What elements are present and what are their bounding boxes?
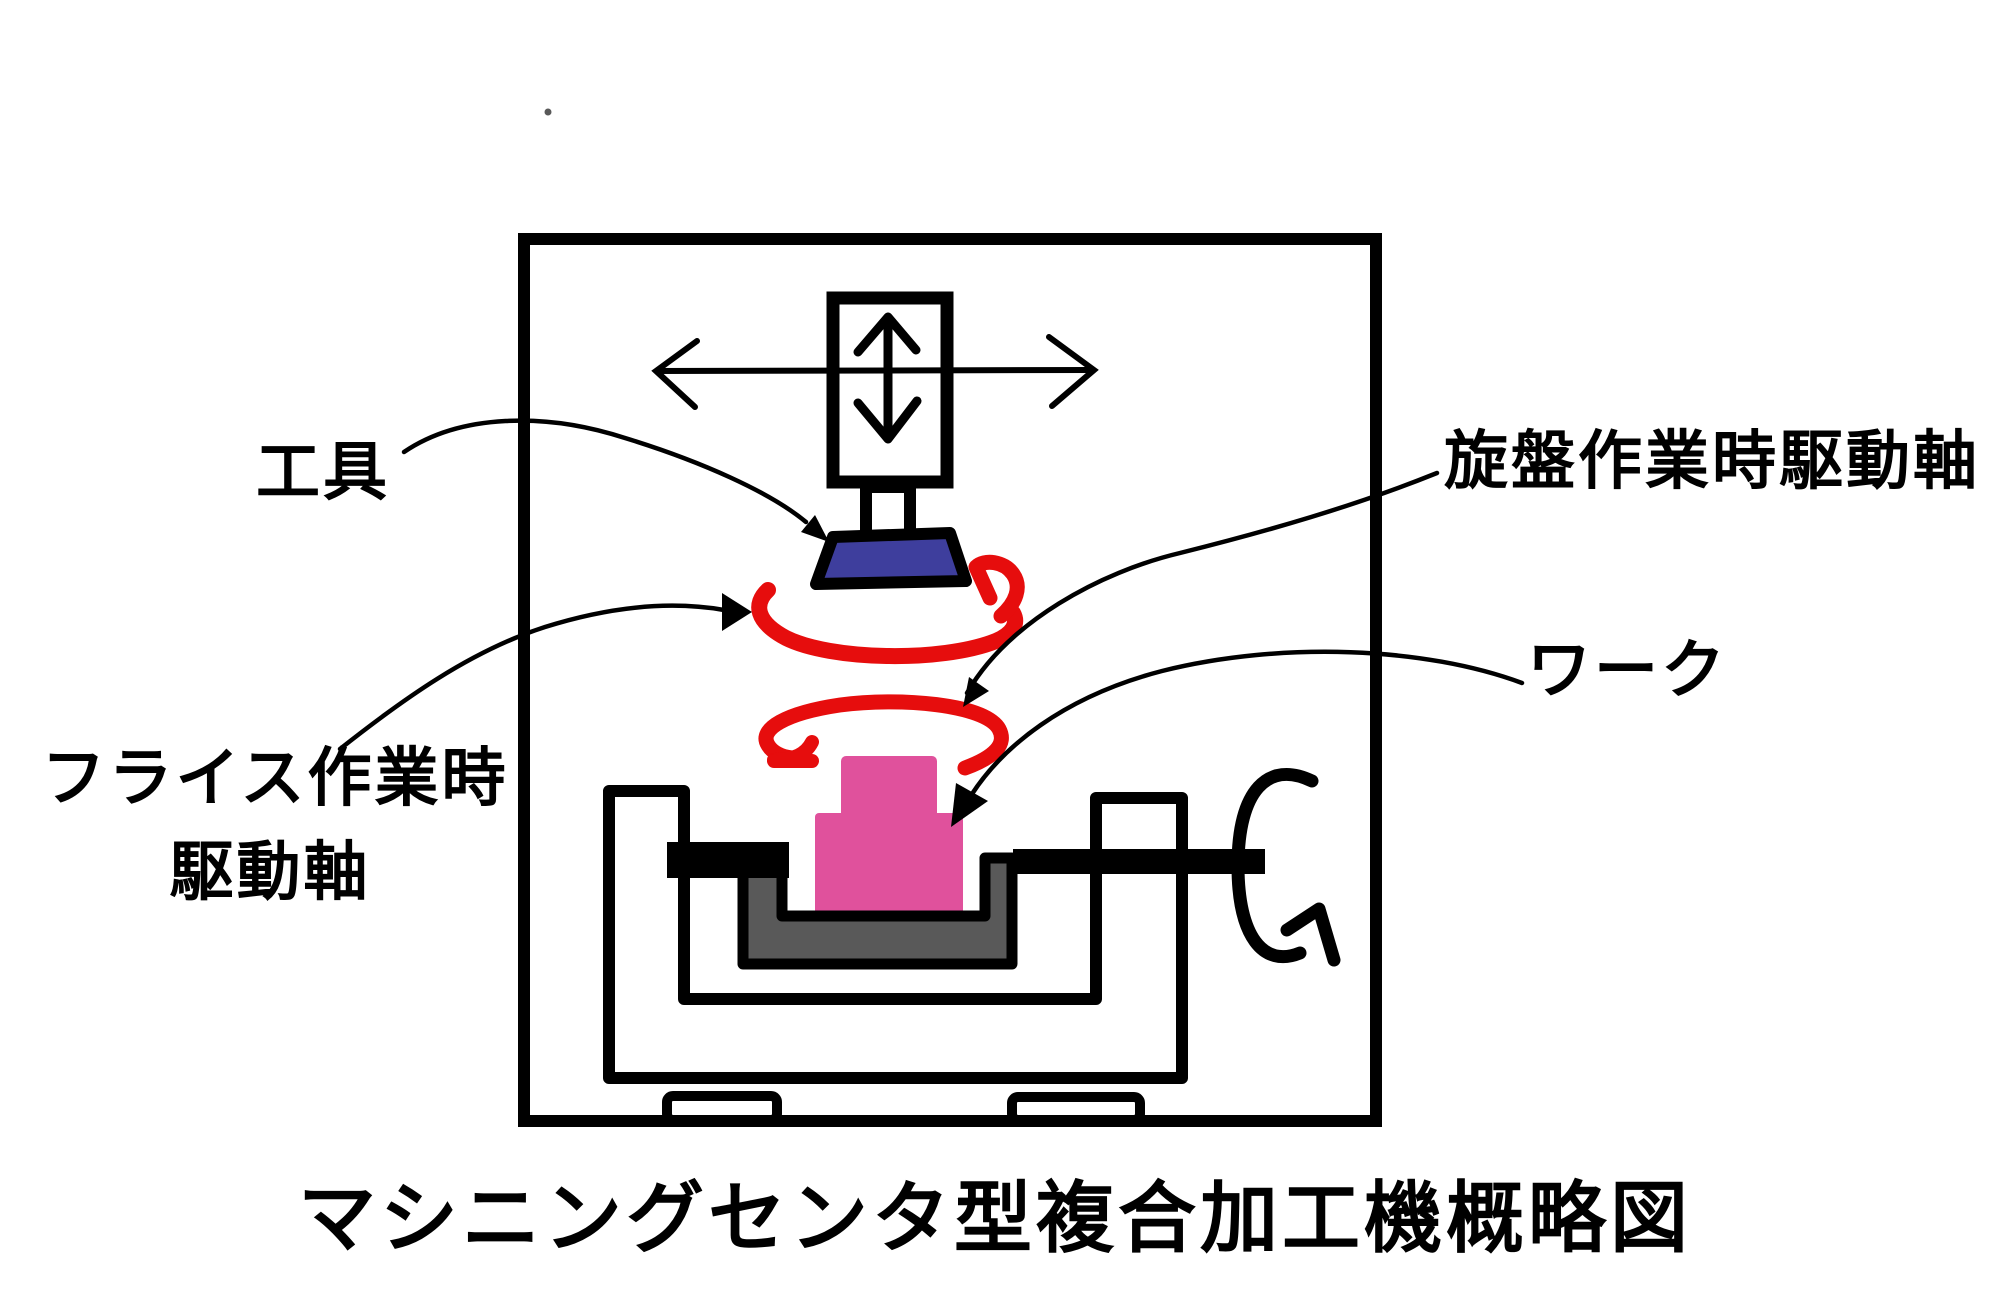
lathe-rotation-arrow-icon (758, 694, 1009, 776)
lathe-axis-leader-line (963, 470, 1440, 707)
lathe-axis-leader-arrowhead-icon (963, 677, 989, 707)
tool-bit (810, 527, 972, 590)
tool-leader-line (401, 418, 829, 542)
drive-shaft (1013, 849, 1265, 874)
workpiece-leader-arrowhead-icon (951, 783, 988, 827)
z-axis-double-arrow-icon (853, 312, 922, 444)
workpiece-leader-line (951, 649, 1525, 827)
label-lathe-axis: 旋盤作業時駆動軸 (1444, 425, 1980, 497)
milling-rotation-arrow-icon (751, 554, 1025, 665)
workpiece-block (815, 756, 963, 916)
milling-axis-leader-arrowhead-icon (722, 593, 752, 631)
milling-axis-leader-line (337, 593, 752, 752)
tool-leader-arrowhead-icon (801, 515, 829, 542)
label-milling-axis-line2: 駆動軸 (170, 836, 371, 908)
diagram-caption: マシニングセンタ型複合加工機概略図 (298, 1174, 1692, 1262)
label-tool: 工具 (256, 436, 390, 508)
label-workpiece: ワーク (1527, 634, 1728, 706)
stray-ink-dot (544, 108, 552, 116)
label-milling-axis-line1: フライス作業時 (41, 742, 508, 814)
x-axis-double-arrow-icon (651, 334, 1099, 410)
c-axis-rotation-arrow-icon (1231, 768, 1341, 967)
clamp-bar-left (667, 842, 789, 878)
